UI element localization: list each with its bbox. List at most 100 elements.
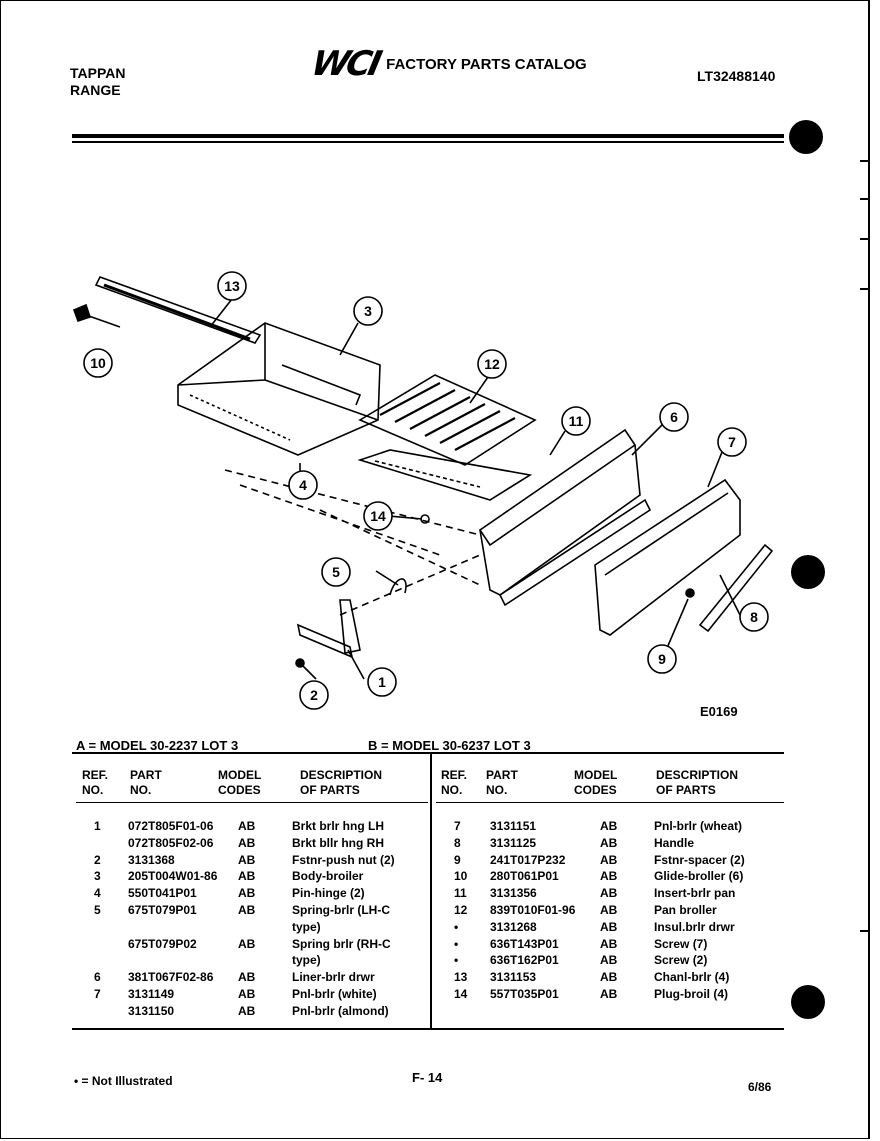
cell-part: 3131149 <box>128 986 175 1001</box>
callout-4: 4 <box>288 470 318 500</box>
callout-10: 10 <box>83 348 113 378</box>
cell-codes: AB <box>600 902 618 917</box>
cell-part: 241T017P232 <box>490 852 566 867</box>
cell-ref: • <box>454 936 459 951</box>
channel-rail <box>94 276 262 344</box>
cell-codes: AB <box>600 886 618 901</box>
cell-ref: 7 <box>94 986 101 1001</box>
cell-codes: AB <box>238 835 256 850</box>
svg-text:8: 8 <box>750 609 758 625</box>
header-underline-left <box>76 802 428 803</box>
cell-codes: AB <box>600 819 618 833</box>
cell-ref: 7 <box>454 819 461 833</box>
catalog-title: FACTORY PARTS CATALOG <box>386 56 587 73</box>
brand-block: TAPPAN RANGE <box>70 65 125 99</box>
diagram-code: E0169 <box>700 704 738 719</box>
cell-codes: AB <box>600 869 618 884</box>
edge-mark <box>860 288 868 290</box>
cell-codes: AB <box>600 919 618 934</box>
cell-part: 3131153 <box>490 970 537 985</box>
cell-part: 550T041P01 <box>128 886 197 901</box>
cell-part: 381T067F02-86 <box>128 970 214 985</box>
cell-codes: AB <box>600 852 618 867</box>
cell-codes: AB <box>600 953 618 968</box>
cell-codes: AB <box>600 835 618 850</box>
col-header-part-right: PART NO. <box>486 768 518 797</box>
cell-desc: Glide-broller (6) <box>654 869 744 884</box>
cell-desc: Screw (7) <box>654 936 708 951</box>
cell-ref: 2 <box>94 852 101 867</box>
svg-text:3: 3 <box>364 303 372 319</box>
svg-text:9: 9 <box>658 651 666 667</box>
edge-mark <box>860 198 868 200</box>
header-rule-thin <box>72 141 784 143</box>
cell-ref: 8 <box>454 835 461 850</box>
revision-date: 6/86 <box>748 1080 772 1094</box>
cell-desc: Plug-broil (4) <box>654 986 728 1001</box>
cell-codes: AB <box>238 819 256 833</box>
cell-part: 3131151 <box>490 819 537 833</box>
cell-ref: • <box>454 919 459 934</box>
cell-desc: type) <box>292 953 321 968</box>
binder-hole-bottom <box>791 985 825 1019</box>
cell-desc: Brkt bllr hng RH <box>292 835 384 850</box>
col-header-desc-right: DESCRIPTION OF PARTS <box>656 768 739 797</box>
svg-text:7: 7 <box>728 434 736 450</box>
svg-text:12: 12 <box>484 356 500 372</box>
cell-desc: Brkt brlr hng LH <box>292 819 384 833</box>
cell-codes: AB <box>600 936 618 951</box>
callout-2: 2 <box>299 680 329 710</box>
callout-11: 11 <box>561 406 591 436</box>
table-bottom-rule <box>72 1028 784 1030</box>
cell-desc: Spring-brlr (LH-C <box>292 902 390 917</box>
callout-8: 8 <box>739 602 769 632</box>
cell-part: 636T143P01 <box>490 936 559 951</box>
cell-desc: Insert-brlr pan <box>654 886 736 901</box>
callout-7: 7 <box>717 427 747 457</box>
svg-text:1: 1 <box>378 674 386 690</box>
handle-bar <box>698 543 774 633</box>
svg-text:10: 10 <box>90 355 106 371</box>
callout-14: 14 <box>363 501 393 531</box>
cell-ref: 5 <box>94 902 101 917</box>
callout-1: 1 <box>367 667 397 697</box>
cell-part: 3131125 <box>490 835 537 850</box>
callout-5: 5 <box>321 557 351 587</box>
cell-ref: • <box>454 953 459 968</box>
cell-part: 3131268 <box>490 919 537 934</box>
document-number: LT32488140 <box>697 68 776 84</box>
catalog-heading: WCI FACTORY PARTS CATALOG <box>307 44 587 84</box>
cell-codes: AB <box>238 936 256 951</box>
cell-desc: Handle <box>654 835 695 850</box>
svg-text:2: 2 <box>310 687 318 703</box>
table-column-divider <box>430 754 432 1028</box>
svg-text:11: 11 <box>569 413 584 429</box>
cell-part: 3131368 <box>128 852 175 867</box>
cell-desc: Body-broiler <box>292 869 364 884</box>
cell-part: 072T805F01-06 <box>128 819 214 833</box>
cell-ref: 11 <box>454 886 467 901</box>
cell-desc: Chanl-brlr (4) <box>654 970 730 985</box>
cell-ref: 9 <box>454 852 461 867</box>
cell-desc: Pnl-brlr (white) <box>292 986 377 1001</box>
wci-logo: WCI <box>307 44 383 84</box>
cell-part: 839T010F01-96 <box>490 902 576 917</box>
header-underline-right <box>436 802 784 803</box>
cell-ref: 10 <box>454 869 468 884</box>
cell-codes: AB <box>600 986 618 1001</box>
header-rule <box>72 134 784 138</box>
cell-desc: Pnl-brlr (wheat) <box>654 819 743 833</box>
svg-text:4: 4 <box>299 477 307 493</box>
hinge-bracket <box>339 599 361 654</box>
edge-mark <box>860 930 868 932</box>
svg-text:6: 6 <box>670 409 678 425</box>
cell-part: 557T035P01 <box>490 986 559 1001</box>
cell-ref: 14 <box>454 986 468 1001</box>
cell-part: 3131356 <box>490 886 537 901</box>
brand-line2: RANGE <box>70 82 121 98</box>
spacer-part <box>685 588 695 598</box>
cell-ref: 1 <box>94 819 101 833</box>
cell-desc: Pnl-brlr (almond) <box>292 1003 389 1018</box>
cell-desc: Fstnr-spacer (2) <box>654 852 745 867</box>
